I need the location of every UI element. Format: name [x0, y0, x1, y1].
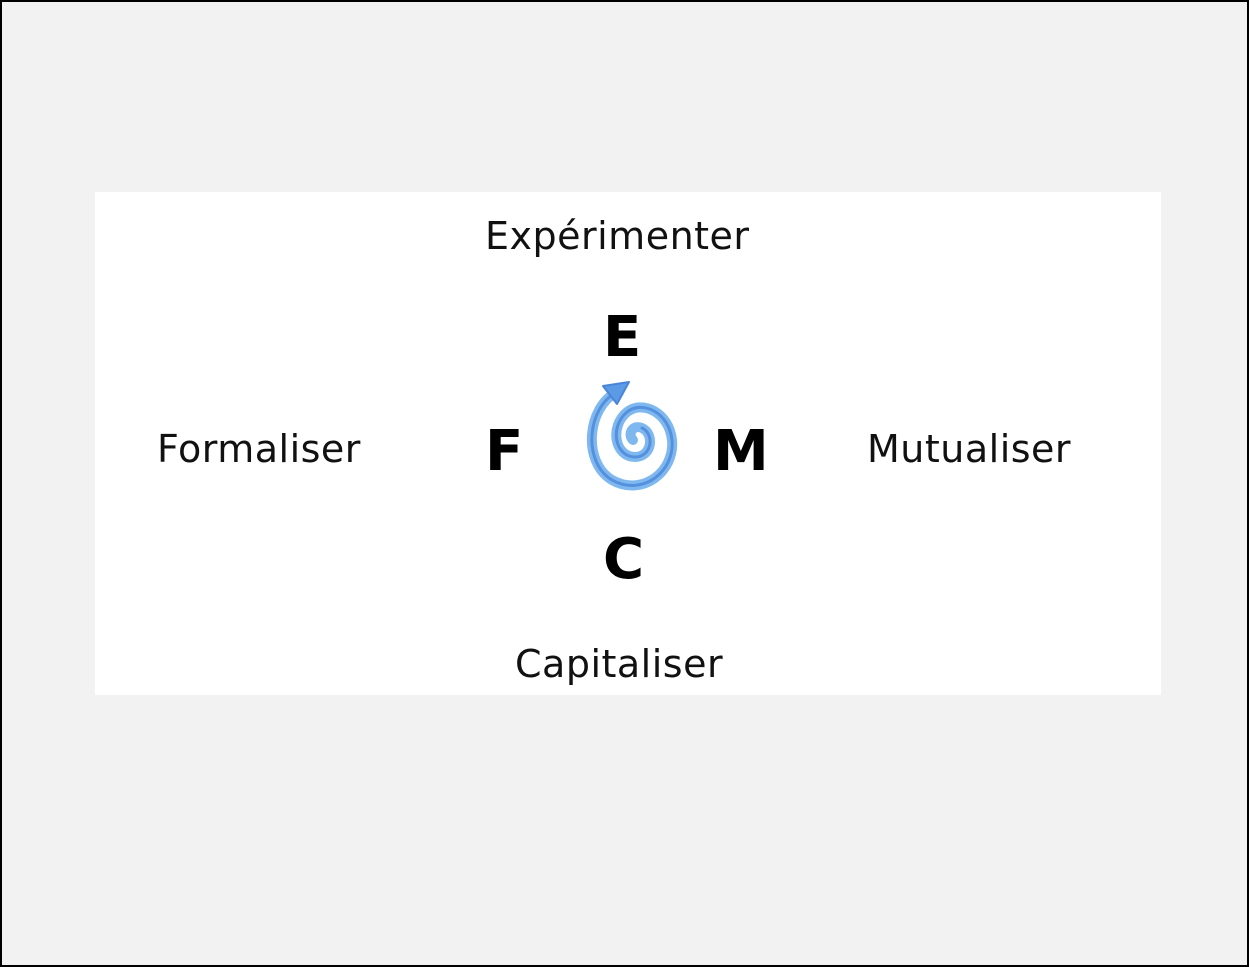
label-experimenter: Expérimenter: [485, 214, 750, 258]
label-mutualiser: Mutualiser: [867, 427, 1072, 471]
spiral-arrowhead: [602, 381, 630, 405]
letter-e: E: [603, 305, 642, 370]
label-formaliser: Formaliser: [157, 427, 361, 471]
letter-c: C: [603, 527, 645, 592]
spiral-arrow-icon: [587, 381, 678, 491]
label-capitaliser: Capitaliser: [515, 642, 724, 686]
diagram-panel: Expérimenter Formaliser Mutualiser Capit…: [95, 192, 1161, 695]
spiral-inner-stroke: [590, 390, 674, 487]
letter-m: M: [713, 419, 769, 484]
letter-f: F: [485, 419, 524, 484]
